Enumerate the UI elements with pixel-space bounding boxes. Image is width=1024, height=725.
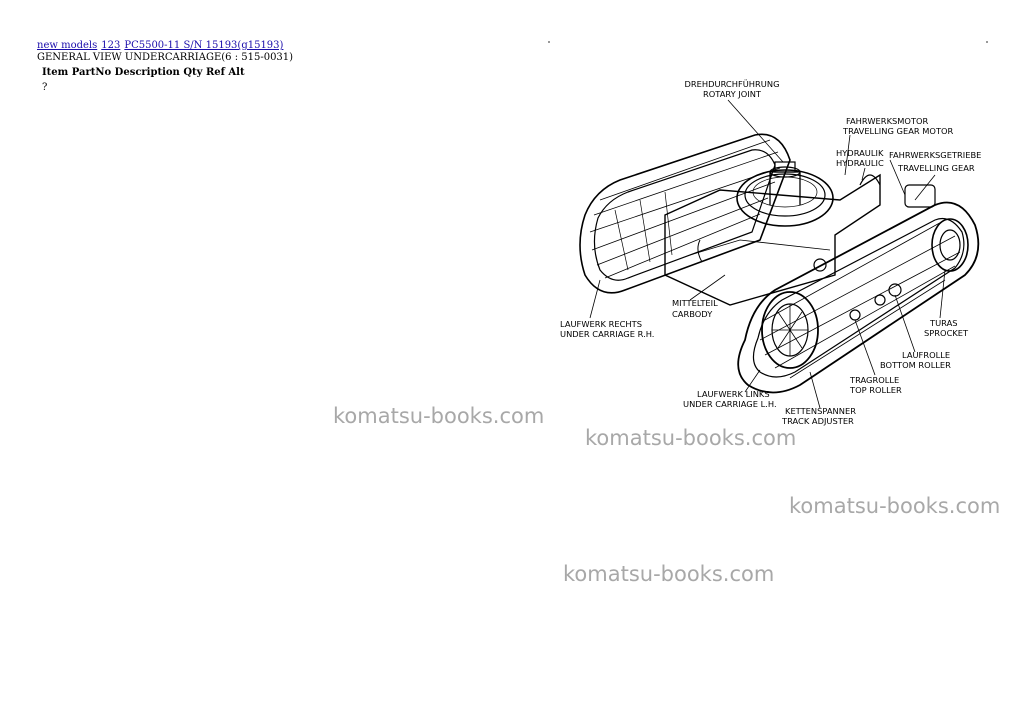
label-sprocket-de: TURAS	[929, 318, 958, 328]
label-bottom-roller-de: LAUFROLLE	[902, 350, 950, 360]
column-description: Description	[114, 67, 180, 78]
label-travel-gear-de: FAHRWERKSGETRIEBE	[889, 150, 981, 160]
column-partno: PartNo	[71, 67, 112, 78]
label-hydraulic-de: HYDRAULIK	[836, 148, 884, 158]
page-title: GENERAL VIEW UNDERCARRIAGE(6 : 515-0031)	[37, 52, 294, 63]
stray-mark	[548, 41, 550, 43]
label-hydraulic-en: HYDRAULIC	[836, 158, 884, 168]
watermark: komatsu-books.com	[333, 404, 545, 428]
breadcrumb-link-new-models[interactable]: new models	[37, 40, 98, 51]
column-alt: Alt	[228, 67, 245, 78]
label-travel-gear-en: TRAVELLING GEAR	[897, 163, 975, 173]
breadcrumb-link-123[interactable]: 123	[101, 40, 121, 51]
parts-table-header: Item PartNo Description Qty Ref Alt	[42, 67, 245, 78]
table-row: ?	[42, 82, 47, 93]
label-uc-rh-en: UNDER CARRIAGE R.H.	[560, 329, 654, 339]
undercarriage-diagram: DREHDURCHFÜHRUNG ROTARY JOINT FAHRWERKSM…	[560, 79, 981, 426]
label-bottom-roller-en: BOTTOM ROLLER	[880, 360, 951, 370]
label-uc-lh-en: UNDER CARRIAGE L.H.	[683, 399, 777, 409]
label-adjuster-en: TRACK ADJUSTER	[781, 416, 854, 426]
label-travel-motor-en: TRAVELLING GEAR MOTOR	[842, 126, 954, 136]
label-travel-motor-de: FAHRWERKSMOTOR	[846, 116, 929, 126]
watermark: komatsu-books.com	[585, 426, 797, 450]
watermark: komatsu-books.com	[789, 494, 1001, 518]
label-rotary-joint-en: ROTARY JOINT	[703, 89, 762, 99]
label-uc-lh-de: LAUFWERK LINKS	[697, 389, 770, 399]
label-carbody-en: CARBODY	[672, 309, 713, 319]
watermark: komatsu-books.com	[563, 562, 775, 586]
leader-lines	[589, 99, 946, 409]
undercarriage-drawing	[579, 133, 980, 394]
label-top-roller-de: TRAGROLLE	[849, 375, 899, 385]
label-uc-rh-de: LAUFWERK RECHTS	[560, 319, 642, 329]
stray-mark	[986, 41, 988, 43]
label-adjuster-de: KETTENSPANNER	[785, 406, 856, 416]
label-rotary-joint-de: DREHDURCHFÜHRUNG	[684, 79, 779, 89]
breadcrumb-link-model[interactable]: PC5500-11 S/N 15193(g15193)	[124, 40, 284, 51]
column-ref: Ref	[205, 67, 225, 78]
table-cell-item: ?	[42, 82, 48, 93]
column-qty: Qty	[183, 67, 203, 78]
column-item: Item	[42, 67, 69, 78]
label-top-roller-en: TOP ROLLER	[849, 385, 902, 395]
label-carbody-de: MITTELTEIL	[672, 298, 718, 308]
label-sprocket-en: SPROCKET	[924, 328, 969, 338]
